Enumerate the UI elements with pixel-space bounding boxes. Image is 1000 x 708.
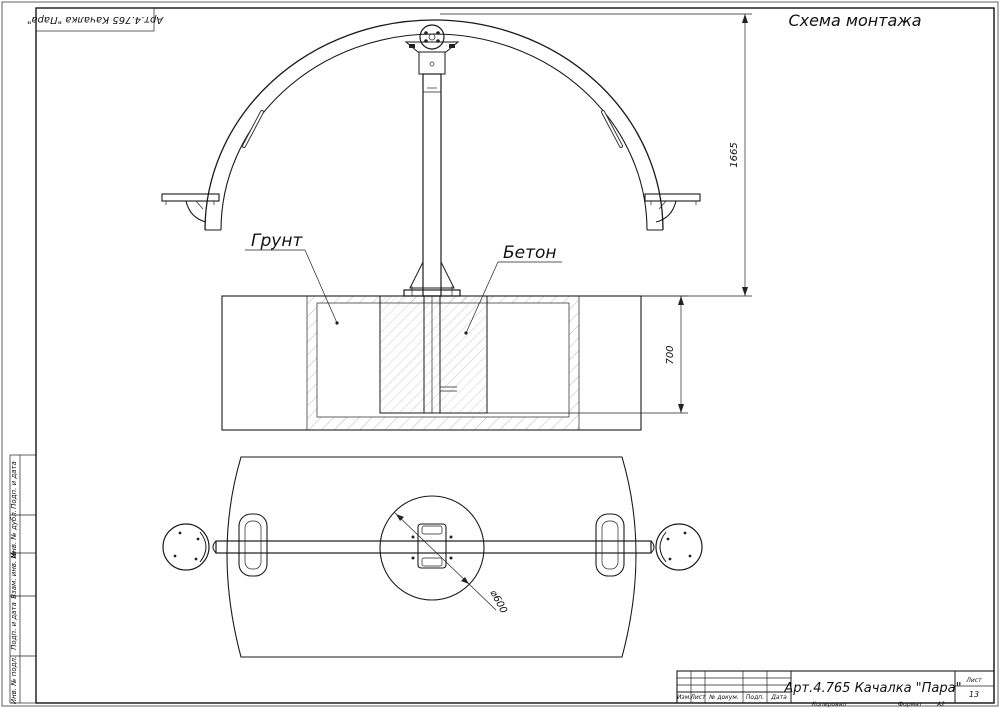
concrete-hatch xyxy=(380,296,487,413)
pivot-assembly xyxy=(404,24,460,75)
beam xyxy=(215,540,652,554)
seat-left xyxy=(161,193,220,223)
seat-right xyxy=(644,193,701,223)
inner-frame xyxy=(35,7,995,704)
support-post xyxy=(403,73,461,297)
format-value: А2 xyxy=(936,701,945,708)
soil-leader: Грунт xyxy=(245,231,339,325)
depth-dimension-text: 700 xyxy=(665,345,676,364)
side-stamp-cell-3: Взам. инв. № xyxy=(10,551,18,599)
title-sheet-number: 13 xyxy=(969,690,979,699)
title-header-1: Изм. xyxy=(677,694,691,701)
concrete-leader: Бетон xyxy=(464,243,562,335)
sheet-title: Схема монтажа xyxy=(788,11,921,30)
handle-left xyxy=(238,513,268,577)
pivot-top xyxy=(411,523,453,569)
top-stamp: Арт.4.765 Качалка "Пара" xyxy=(27,7,164,32)
height-dimension: 1665 xyxy=(440,13,752,297)
foundation-block xyxy=(221,295,642,431)
title-header-3: № докум. xyxy=(708,694,739,701)
seat-plan-right xyxy=(655,523,703,571)
safety-zone xyxy=(226,456,637,658)
side-stamp-cell-1: Подп. и дата xyxy=(10,461,18,509)
plan-view: ⌀600 xyxy=(162,456,703,658)
seat-plan-left xyxy=(162,523,210,571)
handle-right xyxy=(595,513,625,577)
title-block: Изм. Лист № докум. Подп. Дата Арт.4.765 … xyxy=(676,670,995,704)
height-dimension-text: 1665 xyxy=(729,142,740,167)
depth-dimension: 700 xyxy=(460,295,688,414)
title-sheet-label: Лист xyxy=(965,677,982,684)
title-header-2: Лист xyxy=(689,694,706,701)
side-stamp-cell-2: Инв. № дубл. xyxy=(10,510,18,558)
side-stamp: Подп. и дата Инв. № дубл. Взам. инв. № П… xyxy=(9,454,37,704)
diameter-label: ⌀600 xyxy=(487,588,509,615)
title-header-5: Дата xyxy=(770,694,787,701)
title-designation: Арт.4.765 Качалка "Пара" xyxy=(783,681,961,696)
soil-label: Грунт xyxy=(251,231,303,251)
elevation-view: 1665 700 xyxy=(161,13,752,431)
foundation-circle xyxy=(379,495,485,601)
side-stamp-cell-5: Инв. № подл. xyxy=(10,656,18,704)
title-header-4: Подп. xyxy=(746,694,764,701)
copied-label: Копировал xyxy=(812,701,846,708)
format-label: Формат xyxy=(898,701,923,708)
arch-outer xyxy=(204,19,664,231)
concrete-label: Бетон xyxy=(503,243,557,263)
top-stamp-text: Арт.4.765 Качалка "Пара" xyxy=(27,14,164,25)
side-stamp-cell-4: Подп. и дата xyxy=(10,602,18,650)
